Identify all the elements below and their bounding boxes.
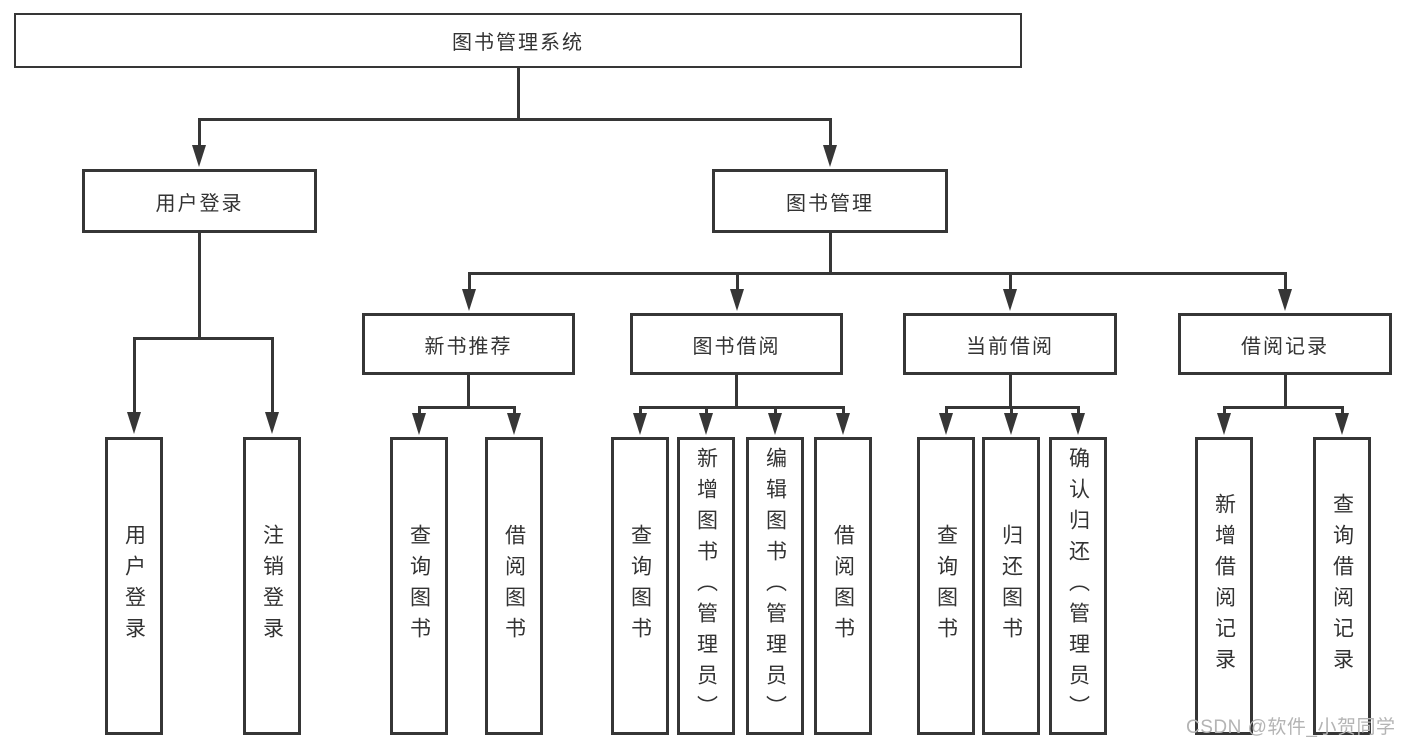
arrow-down-icon (1003, 289, 1017, 311)
arrow-shaft (132, 337, 136, 414)
node-label: 图书借阅 (692, 335, 781, 358)
node-label: 当前借阅 (966, 335, 1054, 358)
arrow-shaft (1283, 272, 1287, 291)
node-borrowing-records: 借阅记录 (1178, 313, 1392, 375)
node-label: 借阅图书 (831, 524, 855, 648)
arrow-down-icon (412, 413, 426, 435)
node-leaf-return-books: 归还图书 (982, 437, 1040, 735)
arrow-down-icon (633, 413, 647, 435)
node-label: 用户登录 (155, 192, 244, 215)
arrow-shaft (841, 406, 845, 415)
arrow-shaft (704, 406, 708, 415)
connector-root-stem (516, 68, 520, 118)
arrow-down-icon (1217, 413, 1231, 435)
connector-userlogin-stem (197, 233, 201, 337)
node-label: 确认归还（管理员） (1066, 446, 1090, 726)
node-leaf-confirm-return-admin: 确认归还（管理员） (1049, 437, 1107, 735)
arrow-down-icon (823, 145, 837, 167)
connector-current-stem (1008, 375, 1012, 406)
node-book-management: 图书管理 (712, 169, 948, 233)
node-label: 新增借阅记录 (1212, 493, 1236, 679)
node-label: 编辑图书（管理员） (763, 446, 787, 726)
connector-newbook-rail (417, 406, 516, 409)
node-label: 新书推荐 (424, 335, 513, 358)
node-label: 新增图书（管理员） (694, 446, 718, 726)
arrow-shaft (270, 337, 274, 414)
connector-borrowing-stem (735, 375, 738, 406)
node-label: 注销登录 (260, 524, 284, 648)
node-leaf-edit-books-admin: 编辑图书（管理员） (746, 437, 804, 735)
node-leaf-query-borrow-record: 查询借阅记录 (1313, 437, 1371, 735)
connector-borrowing-rail (638, 406, 845, 409)
arrow-down-icon (1004, 413, 1018, 435)
node-label: 查询图书 (934, 524, 958, 648)
node-label: 查询图书 (628, 524, 652, 648)
node-leaf-query-books-recommend: 查询图书 (390, 437, 448, 735)
node-leaf-borrow-books-recommend: 借阅图书 (485, 437, 543, 735)
node-leaf-query-books-current: 查询图书 (917, 437, 975, 735)
node-user-login: 用户登录 (82, 169, 317, 233)
node-label: 借阅图书 (502, 524, 526, 648)
node-label: 查询借阅记录 (1330, 493, 1354, 679)
arrow-down-icon (507, 413, 521, 435)
node-current-borrowing: 当前借阅 (903, 313, 1117, 375)
node-label: 用户登录 (122, 524, 146, 648)
arrow-shaft (638, 406, 642, 415)
csdn-watermark: CSDN @软件_小贺同学 (1186, 717, 1396, 738)
arrow-down-icon (462, 289, 476, 311)
arrow-down-icon (1071, 413, 1085, 435)
node-leaf-add-books-admin: 新增图书（管理员） (677, 437, 735, 735)
arrow-shaft (512, 406, 516, 415)
connector-userlogin-rail (132, 337, 274, 340)
arrow-down-icon (127, 412, 141, 434)
arrow-down-icon (1335, 413, 1349, 435)
arrow-down-icon (836, 413, 850, 435)
node-leaf-query-books-borrowing: 查询图书 (611, 437, 669, 735)
arrow-shaft (735, 272, 739, 291)
arrow-shaft (773, 406, 777, 415)
connector-newbook-stem (467, 375, 470, 406)
node-new-book-recommend: 新书推荐 (362, 313, 575, 375)
arrow-shaft (197, 118, 201, 147)
node-label: 借阅记录 (1241, 335, 1329, 358)
arrow-down-icon (1278, 289, 1292, 311)
arrow-shaft (1009, 406, 1013, 415)
arrow-shaft (1222, 406, 1226, 415)
node-book-borrowing: 图书借阅 (630, 313, 843, 375)
arrow-down-icon (699, 413, 713, 435)
arrow-down-icon (192, 145, 206, 167)
arrow-down-icon (730, 289, 744, 311)
arrow-shaft (1076, 406, 1080, 415)
arrow-down-icon (939, 413, 953, 435)
arrow-down-icon (768, 413, 782, 435)
arrow-shaft (417, 406, 421, 415)
node-leaf-logout: 注销登录 (243, 437, 301, 735)
node-leaf-add-borrow-record: 新增借阅记录 (1195, 437, 1253, 735)
node-leaf-user-login: 用户登录 (105, 437, 163, 735)
node-label: 图书管理 (786, 192, 874, 215)
node-leaf-borrow-books-borrowing: 借阅图书 (814, 437, 872, 735)
arrow-down-icon (265, 412, 279, 434)
node-library-management-system: 图书管理系统 (14, 13, 1022, 68)
arrow-shaft (1340, 406, 1344, 415)
arrow-shaft (828, 118, 832, 147)
connector-records-stem (1283, 375, 1287, 406)
connector-root-rail (197, 118, 832, 121)
arrow-shaft (467, 272, 471, 291)
node-label: 查询图书 (407, 524, 431, 648)
arrow-shaft (1008, 272, 1012, 291)
connector-bookmgmt-stem (828, 233, 832, 272)
node-label: 图书管理系统 (452, 32, 584, 54)
node-label: 归还图书 (999, 524, 1023, 648)
connector-bookmgmt-rail (467, 272, 1287, 275)
connector-records-rail (1222, 406, 1344, 409)
arrow-shaft (944, 406, 948, 415)
